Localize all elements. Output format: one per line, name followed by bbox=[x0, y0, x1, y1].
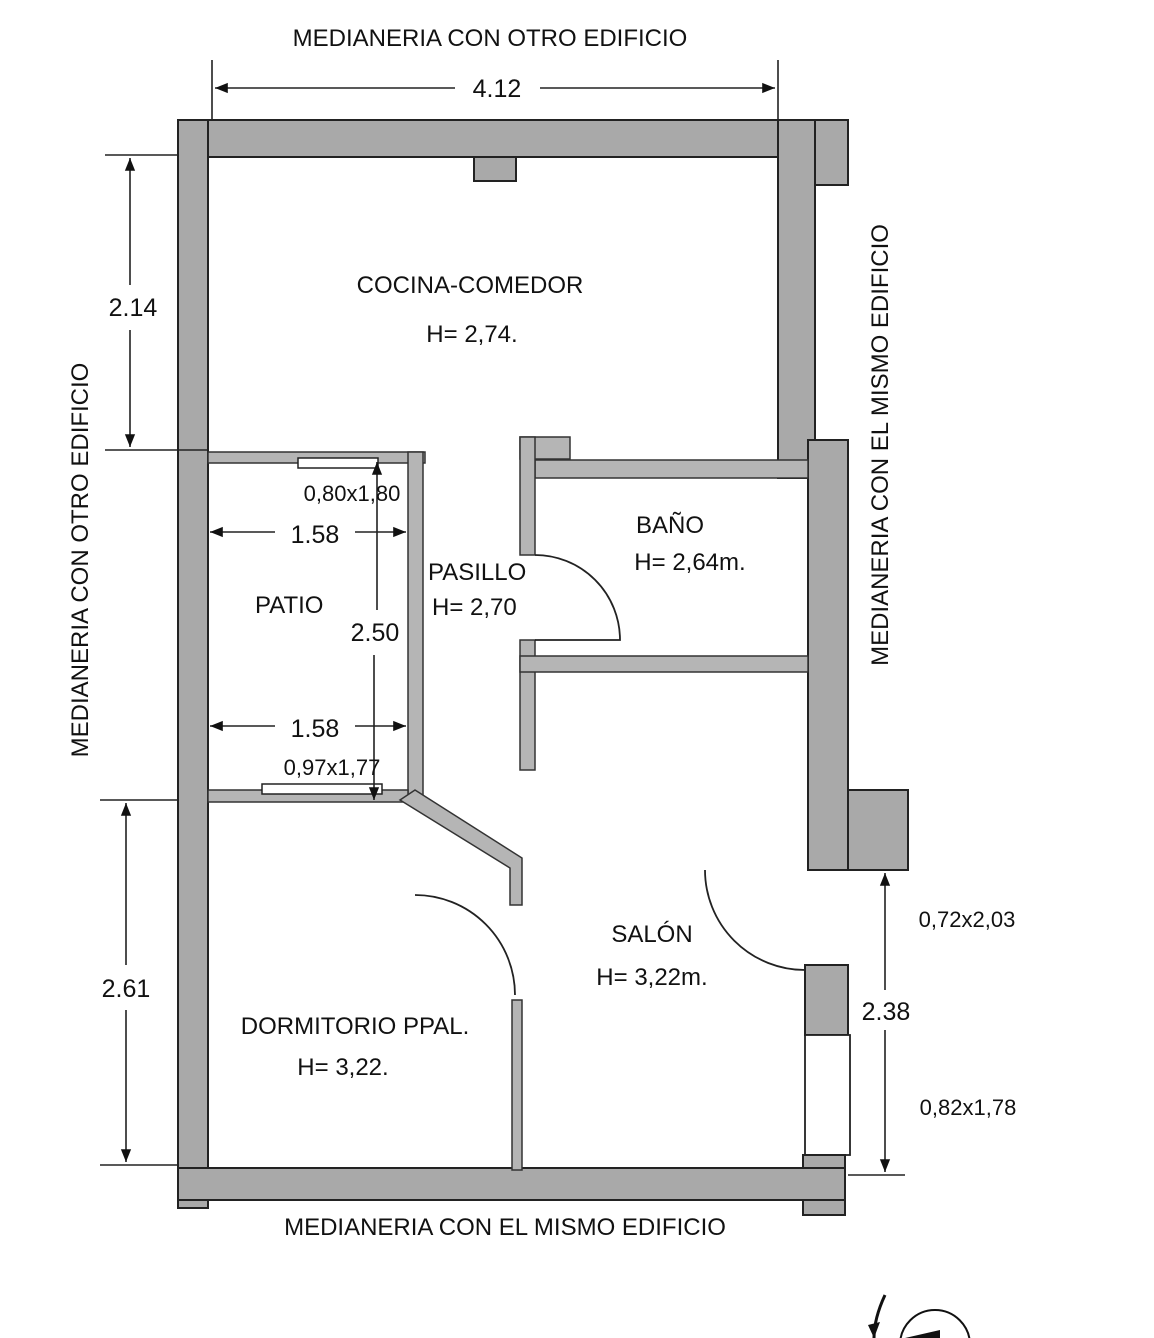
dim-right-depth: 2.38 bbox=[862, 998, 911, 1026]
dim-patio-depth: 2.50 bbox=[351, 619, 400, 647]
dim-top-width: 4.12 bbox=[473, 75, 522, 103]
living-entry-door bbox=[704, 869, 806, 971]
living-window bbox=[804, 1034, 851, 1156]
hallway-name: PASILLO bbox=[428, 559, 526, 586]
doors bbox=[414, 554, 806, 996]
bedroom-door bbox=[414, 894, 516, 996]
living-height: H= 3,22m. bbox=[596, 964, 707, 991]
bathroom-height: H= 2,64m. bbox=[634, 549, 745, 576]
right-neighbor-label: MEDIANERIA CON EL MISMO EDIFICIO bbox=[867, 224, 894, 666]
bottom-neighbor-label: MEDIANERIA CON EL MISMO EDIFICIO bbox=[284, 1214, 726, 1241]
living-name: SALÓN bbox=[611, 921, 692, 948]
bathroom-door bbox=[534, 554, 621, 641]
dim-patio-width-top: 1.58 bbox=[291, 521, 340, 549]
patio-name: PATIO bbox=[255, 592, 323, 619]
dim-patio-width-bottom: 1.58 bbox=[291, 715, 340, 743]
bedroom-name: DORMITORIO PPAL. bbox=[241, 1013, 469, 1040]
dim-bedroom-depth: 2.61 bbox=[102, 975, 151, 1003]
walls bbox=[177, 119, 909, 1216]
dim-kitchen-depth: 2.14 bbox=[109, 294, 158, 322]
top-neighbor-label: MEDIANERIA CON OTRO EDIFICIO bbox=[293, 25, 688, 52]
kitchen-height: H= 2,74. bbox=[426, 321, 517, 348]
dimension-lines bbox=[100, 60, 905, 1176]
bathroom-name: BAÑO bbox=[636, 512, 704, 539]
living-door-size: 0,72x2,03 bbox=[919, 907, 1016, 932]
bedroom-height: H= 3,22. bbox=[297, 1054, 388, 1081]
left-neighbor-label: MEDIANERIA CON OTRO EDIFICIO bbox=[67, 363, 94, 758]
patio-window-bottom-size: 0,97x1,77 bbox=[284, 755, 381, 780]
hallway-height: H= 2,70 bbox=[432, 594, 517, 621]
kitchen-name: COCINA-COMEDOR bbox=[357, 272, 584, 299]
north-compass-icon bbox=[868, 1294, 971, 1338]
patio-window-top-size: 0,80x1,80 bbox=[304, 481, 401, 506]
living-window-size: 0,82x1,78 bbox=[920, 1095, 1017, 1120]
